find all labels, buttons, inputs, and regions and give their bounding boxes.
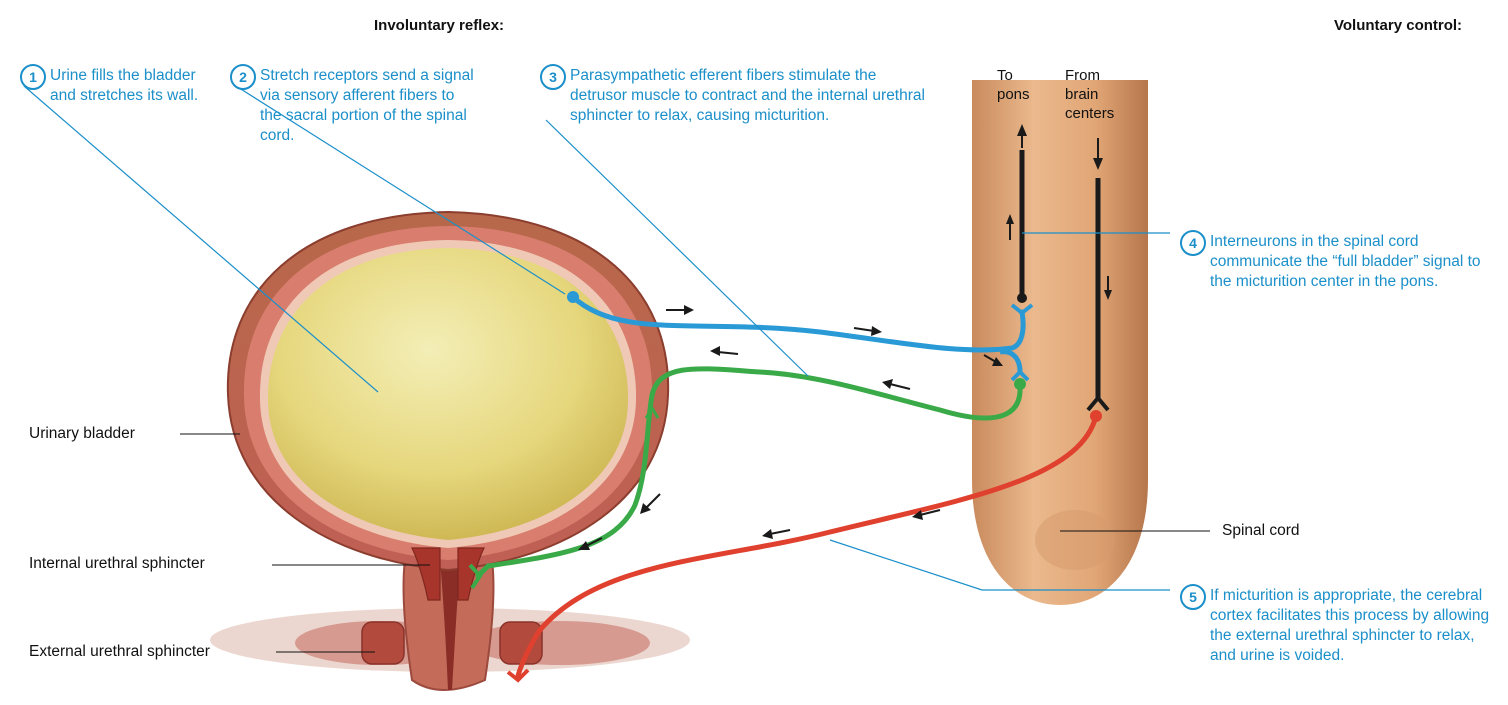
urinary-bladder-label: Urinary bladder — [29, 425, 135, 443]
step-3: 3 Parasympathetic efferent fibers stimul… — [570, 66, 930, 126]
step-1-text: Urine fills the bladder and stretches it… — [50, 67, 198, 104]
step-2-number: 2 — [230, 64, 256, 90]
to-pons-label: To pons — [997, 66, 1042, 104]
step-5: 5 If micturition is appropriate, the cer… — [1210, 586, 1500, 666]
urinary-bladder — [228, 212, 668, 600]
step-4: 4 Interneurons in the spinal cord commun… — [1210, 232, 1500, 292]
step-4-text: Interneurons in the spinal cord communic… — [1210, 233, 1481, 290]
spinal-cord — [968, 60, 1152, 605]
step-3-text: Parasympathetic efferent fibers stimulat… — [570, 67, 925, 124]
step-2-text: Stretch receptors send a signal via sens… — [260, 67, 474, 144]
step-3-number: 3 — [540, 64, 566, 90]
step-4-number: 4 — [1180, 230, 1206, 256]
voluntary-control-header: Voluntary control: — [1334, 17, 1462, 34]
spinal-cord-label: Spinal cord — [1222, 522, 1300, 540]
step-5-text: If micturition is appropriate, the cereb… — [1210, 587, 1489, 664]
from-brain-centers-label: From brain centers — [1065, 66, 1130, 123]
step-2: 2 Stretch receptors send a signal via se… — [260, 66, 480, 146]
step-1-number: 1 — [20, 64, 46, 90]
step-1: 1 Urine fills the bladder and stretches … — [50, 66, 200, 106]
involuntary-reflex-header: Involuntary reflex: — [374, 17, 504, 34]
step-5-number: 5 — [1180, 584, 1206, 610]
internal-sphincter-label: Internal urethral sphincter — [29, 555, 205, 573]
external-sphincter-label: External urethral sphincter — [29, 643, 210, 661]
